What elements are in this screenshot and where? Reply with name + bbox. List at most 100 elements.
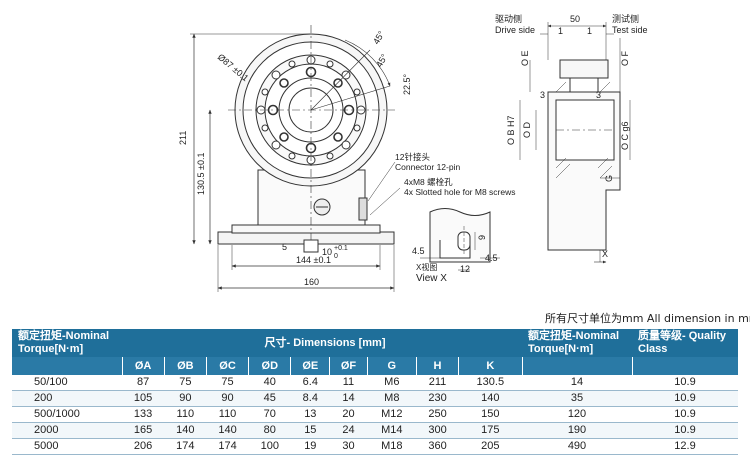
table-cell: 110 [164,406,207,423]
table-cell: 490 [522,438,632,455]
dim-50: 50 [570,14,580,24]
table-cell: 140 [206,422,249,439]
table-cell: 150 [458,406,522,423]
spec-table: 额定扭矩-Nominal Torque[N·m] 尺寸- Dimensions … [12,329,738,455]
table-cell: 11 [329,375,368,391]
front-view [190,25,401,292]
table-cell: 130.5 [458,375,522,391]
table-cell: 200 [12,390,122,407]
table-cell: 6.4 [290,375,330,391]
table-cell: 140 [164,422,207,439]
dim-3b: 3 [596,90,601,100]
header-quality: 质量等级- Quality Class [632,329,738,357]
table-cell: 14 [522,375,632,391]
table-cell: 10.9 [632,375,738,391]
table-cell: 174 [164,438,207,455]
dim-144: 144 ±0.1 [296,255,331,265]
table-cell: 14 [329,390,368,407]
dim-4-5-b: 4.5 [485,253,498,263]
table-cell: 206 [122,438,165,455]
side-view-labels: 驱动侧 Drive side 测试侧 Test side 50 1 1 O E … [495,13,648,259]
header-nominal-right: 额定扭矩-Nominal Torque[N·m] [522,329,632,357]
test-side-cn: 测试侧 [612,13,639,24]
header-dimensions: 尺寸- Dimensions [mm] [122,329,522,357]
table-cell: 20 [329,406,368,423]
label-g: G [604,175,614,182]
dim-10-tol2: 0 [334,253,338,260]
slot-label-cn: 4xM8 螺栓孔 [404,177,453,187]
dim-211: 211 [178,131,188,145]
side-view [519,22,631,264]
view-x-label-en: View X [416,273,447,284]
table-cell: 8.4 [290,390,330,407]
drive-side-cn: 驱动侧 [495,13,522,24]
table-cell: 87 [122,375,165,391]
table-cell: 300 [416,422,459,439]
table-cell: 211 [416,375,459,391]
drive-side-en: Drive side [495,25,535,35]
dim-10-tol: +0.1 [334,245,348,252]
label-oe: O E [520,50,530,66]
label-of: O F [620,50,630,66]
view-x-label-cn: X视图 [416,262,437,272]
col-c: ØC [205,357,249,375]
dim-45-inner: 45° [374,52,390,69]
dim-1a: 1 [558,26,563,36]
table-cell: 75 [206,375,249,391]
table-cell: 5000 [12,438,122,455]
col-f: ØF [329,357,368,375]
connector-label-en: Connector 12-pin [395,162,460,172]
col-e: ØE [290,357,330,375]
table-cell: 24 [329,422,368,439]
col-a: ØA [121,357,165,375]
table-cell: 15 [290,422,330,439]
units-note: 所有尺寸单位为mm All dimension in mm [545,312,750,325]
table-cell: 13 [290,406,330,423]
dim-3a: 3 [540,90,545,100]
dim-4-5-a: 4.5 [412,246,425,256]
dim-9: 9 [477,235,487,240]
table-cell: 10.9 [632,390,738,407]
table-cell: 100 [248,438,291,455]
table-cell: 110 [206,406,249,423]
table-cell: 12.9 [632,438,738,455]
table-cell: 205 [458,438,522,455]
dim-phi87: Ø87 ±0.1 [216,52,251,83]
table-cell: M18 [367,438,417,455]
table-cell: M14 [367,422,417,439]
table-cell: 230 [416,390,459,407]
table-cell: 90 [164,390,207,407]
table-cell: 174 [206,438,249,455]
table-cell: 45 [248,390,291,407]
connector-label-cn: 12针接头 [395,152,430,162]
header-nominal-left: 额定扭矩-Nominal Torque[N·m] [12,329,122,357]
view-x-labels: 4.5 4.5 9 12 X视图 View X [412,235,498,284]
col-b: ØB [163,357,207,375]
table-cell: 133 [122,406,165,423]
col-d: ØD [248,357,291,375]
label-obh7: O B H7 [506,115,516,145]
table-cell: 165 [122,422,165,439]
dim-45-outer: 45° [371,29,387,46]
table-cell: 250 [416,406,459,423]
table-cell: 10.9 [632,406,738,423]
table-cell: 90 [206,390,249,407]
table-cell: 140 [458,390,522,407]
dim-10: 10 [322,247,332,257]
table-cell: M12 [367,406,417,423]
table-cell: 19 [290,438,330,455]
table-cell: 80 [248,422,291,439]
table-cell: M8 [367,390,417,407]
table-cell: 175 [458,422,522,439]
table-cell: 30 [329,438,368,455]
table-cell: 500/1000 [12,406,122,423]
dim-130-5: 130.5 ±0.1 [196,153,206,195]
view-x [420,208,500,271]
table-cell: 120 [522,406,632,423]
table-cell: 10.9 [632,422,738,439]
table-cell: 2000 [12,422,122,439]
